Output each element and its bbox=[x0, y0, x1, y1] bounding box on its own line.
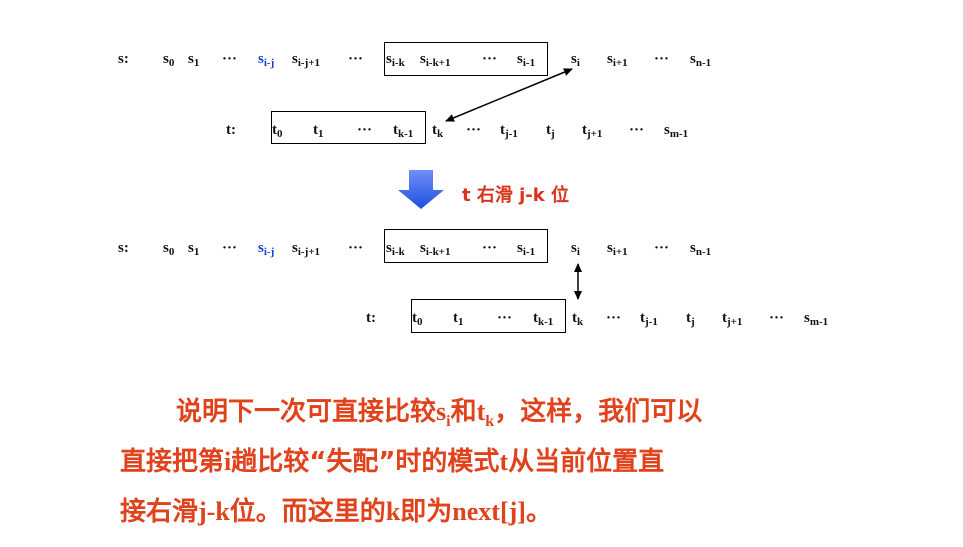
p3-text-d: 。 bbox=[525, 497, 552, 527]
top-s-item: sn-1 bbox=[690, 51, 712, 69]
p3-jk: j-k bbox=[198, 497, 230, 526]
p3-next: next[j] bbox=[452, 497, 526, 526]
p1-text-b: 和 bbox=[450, 397, 477, 427]
top-t-item: ··· bbox=[629, 122, 645, 138]
top-t-label: t: bbox=[226, 122, 236, 138]
bottom-s-item: ··· bbox=[654, 240, 670, 256]
p1-text-c: ，这样，我们可以 bbox=[494, 397, 703, 427]
top-s-item: si-k+1 bbox=[420, 51, 451, 69]
bottom-s-item: ··· bbox=[348, 240, 364, 256]
bottom-s-item: si-j+1 bbox=[292, 240, 320, 258]
top-s-item: ··· bbox=[482, 51, 498, 67]
bottom-s-item: ··· bbox=[482, 240, 498, 256]
bottom-s-item: si-j bbox=[258, 240, 275, 258]
p1-s-sub: i bbox=[446, 413, 451, 430]
top-t-item: ··· bbox=[357, 122, 373, 138]
p1-s: s bbox=[436, 397, 447, 426]
bottom-t-item: ··· bbox=[497, 310, 513, 326]
top-t-item: t0 bbox=[272, 122, 283, 140]
shift-label: t 右滑 j-k 位 bbox=[462, 185, 570, 206]
top-s-item: si-1 bbox=[517, 51, 536, 69]
top-t-window-box bbox=[271, 111, 426, 144]
p3-text-c: 即为 bbox=[400, 497, 453, 527]
bottom-t-item: tj-1 bbox=[640, 310, 658, 328]
p2-text-c: 从当前位置直 bbox=[508, 447, 665, 477]
p2-text-a: 直接把第 bbox=[120, 447, 225, 477]
p3-text-b: 位。而这里的 bbox=[229, 497, 386, 527]
page-edge bbox=[963, 0, 965, 547]
bottom-t-item: ··· bbox=[769, 310, 785, 326]
top-s-item: si+1 bbox=[607, 51, 628, 69]
top-s-item: ··· bbox=[222, 51, 238, 67]
top-s-item: si-j+1 bbox=[292, 51, 320, 69]
top-s-item: ··· bbox=[348, 51, 364, 67]
top-t-item: tj+1 bbox=[582, 122, 603, 140]
top-t-item: ··· bbox=[466, 122, 482, 138]
p2-text-b: 趟比较“失配”时的模式 bbox=[231, 447, 500, 477]
top-t-item: tj bbox=[546, 122, 555, 140]
bottom-t-item: tk-1 bbox=[533, 310, 554, 328]
top-t-item: tk-1 bbox=[393, 122, 414, 140]
bottom-t-window-box bbox=[411, 299, 566, 333]
p1-t: t bbox=[476, 397, 486, 426]
bottom-t-item: ··· bbox=[606, 310, 622, 326]
top-s-label: s: bbox=[118, 51, 129, 67]
bottom-t-label: t: bbox=[366, 310, 376, 326]
top-t-item: sm-1 bbox=[664, 122, 689, 140]
p3-text-a: 接右滑 bbox=[120, 497, 199, 527]
bottom-s-item: si-1 bbox=[517, 240, 536, 258]
top-s-item: ··· bbox=[654, 51, 670, 67]
bottom-s-item: si+1 bbox=[607, 240, 628, 258]
top-t-item: tj-1 bbox=[500, 122, 518, 140]
bottom-s-item: s0 bbox=[163, 240, 175, 258]
bottom-t-item: tk bbox=[572, 310, 584, 328]
bottom-s-item: si bbox=[571, 240, 580, 258]
down-arrow-icon bbox=[398, 170, 444, 209]
top-s-item: si bbox=[571, 51, 580, 69]
bottom-s-item: ··· bbox=[222, 240, 238, 256]
p2-i: i bbox=[224, 447, 232, 476]
bottom-s-item: si-k bbox=[386, 240, 405, 258]
bottom-t-item: tj+1 bbox=[722, 310, 743, 328]
p1-text-a: 说明下一次可直接比较 bbox=[176, 397, 437, 427]
bottom-t-item: t1 bbox=[453, 310, 464, 328]
bottom-s-window-box bbox=[384, 229, 548, 263]
p2-t: t bbox=[499, 447, 509, 476]
top-t-item: tk bbox=[432, 122, 444, 140]
bottom-t-item: sm-1 bbox=[804, 310, 829, 328]
top-s-item: si-k bbox=[386, 51, 405, 69]
p1-t-sub: k bbox=[485, 413, 495, 430]
explanation-line-1: 说明下一次可直接比较si和tk，这样，我们可以 bbox=[176, 388, 702, 446]
bottom-s-item: sn-1 bbox=[690, 240, 712, 258]
top-s-item: si-j bbox=[258, 51, 275, 69]
shift-arrow bbox=[398, 170, 444, 210]
explanation-line-3: 接右滑j-k位。而这里的k即为next[j]。 bbox=[120, 488, 552, 536]
top-s-item: s0 bbox=[163, 51, 175, 69]
explanation-line-2: 直接把第i趟比较“失配”时的模式t从当前位置直 bbox=[120, 438, 664, 486]
top-t-item: t1 bbox=[313, 122, 324, 140]
bottom-t-item: tj bbox=[686, 310, 695, 328]
p3-k: k bbox=[385, 497, 401, 526]
bottom-t-item: t0 bbox=[412, 310, 423, 328]
top-double-arrow bbox=[445, 68, 573, 122]
bottom-s-item: si-k+1 bbox=[420, 240, 451, 258]
top-s-item: s1 bbox=[188, 51, 200, 69]
bottom-s-label: s: bbox=[118, 240, 129, 256]
bottom-s-item: s1 bbox=[188, 240, 200, 258]
